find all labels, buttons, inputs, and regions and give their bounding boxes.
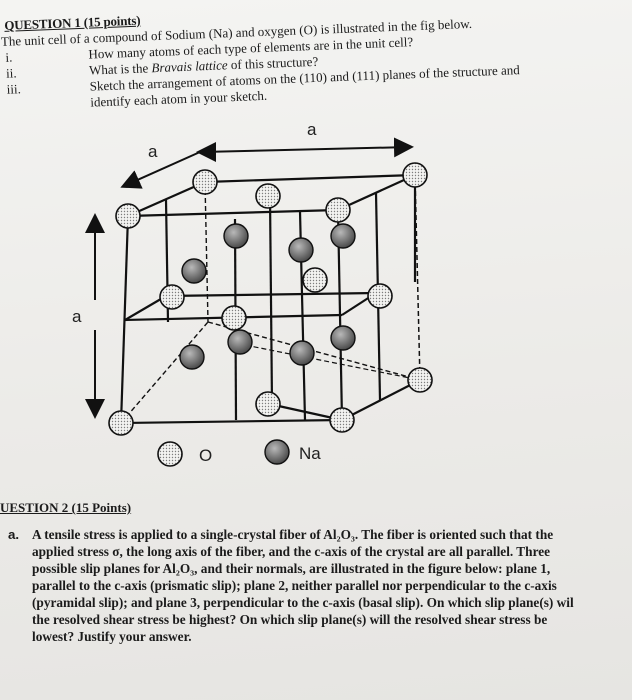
figure-legend: O Na <box>157 439 321 467</box>
legend-na-label: Na <box>299 444 321 463</box>
depth-dimension-arrow <box>120 151 201 189</box>
o-atom <box>255 183 281 209</box>
q2-line-7: lowest? Justify your answer. <box>32 629 192 644</box>
legend-o-symbol <box>157 441 183 467</box>
na-atom <box>330 223 356 249</box>
na-atom <box>289 340 315 366</box>
axis-label-side: a <box>72 307 82 326</box>
q2-line-2: applied stress σ, the long axis of the f… <box>32 544 551 559</box>
o-atom <box>407 367 433 393</box>
o-atom <box>221 305 247 331</box>
legend-o-label: O <box>199 446 212 465</box>
question-2-body: a. A tensile stress is applied to a sing… <box>8 526 628 645</box>
legend-na-symbol <box>264 439 290 465</box>
o-atom <box>159 284 185 310</box>
o-atom <box>115 203 141 229</box>
sodium-atoms <box>179 223 356 370</box>
q2-line-4: parallel to the c-axis (prismatic slip);… <box>32 578 557 593</box>
na-atom <box>179 344 205 370</box>
na-atom <box>223 223 249 249</box>
q2-line-5: (pyramidal slip); and plane 3, perpendic… <box>32 595 574 610</box>
o-atom <box>329 407 355 433</box>
o-atom <box>367 283 393 309</box>
top-dimension-arrow <box>201 137 414 158</box>
o-atom <box>192 169 218 195</box>
o-atom <box>402 162 428 188</box>
oxygen-atoms <box>108 162 433 436</box>
q2-line-1: A tensile stress is applied to a single-… <box>32 527 554 542</box>
na-atom <box>330 325 356 351</box>
o-atom <box>255 391 281 417</box>
o-atom <box>325 197 351 223</box>
dimension-arrows <box>85 137 414 419</box>
o-atom <box>108 410 134 436</box>
na-atom <box>288 237 314 263</box>
cube-edges <box>119 173 421 425</box>
unit-cell-figure: a a a <box>72 120 433 467</box>
question-2-title: UESTION 2 (15 Points) <box>0 500 132 515</box>
q2-line-6: the resolved shear stress be highest? On… <box>32 612 548 627</box>
na-atom <box>227 329 253 355</box>
axis-label-top: a <box>307 120 317 139</box>
axis-label-depth: a <box>148 142 158 161</box>
na-atom <box>181 258 207 284</box>
part-marker: a. <box>8 527 20 542</box>
o-atom <box>302 267 328 293</box>
q2-line-3: possible slip planes for Al₂O₃, and thei… <box>32 561 551 576</box>
